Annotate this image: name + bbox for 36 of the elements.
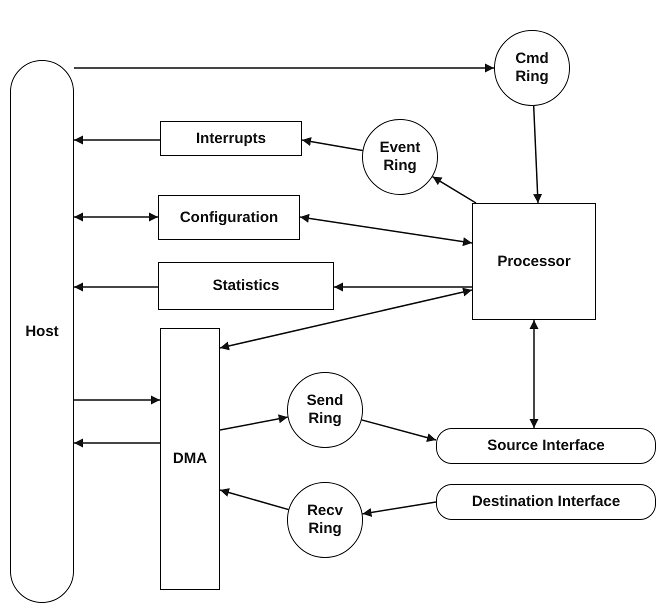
node-label: Source Interface: [486, 437, 606, 455]
arrow: [302, 137, 363, 152]
arrow: [220, 488, 289, 510]
node-label: Host: [24, 322, 60, 340]
arrow: [362, 419, 436, 442]
node-label: Destination Interface: [470, 493, 622, 511]
arrow: [74, 438, 160, 448]
arrow: [74, 64, 494, 72]
arrow: [74, 212, 158, 222]
arrow: [220, 414, 288, 431]
arrow: [220, 288, 472, 350]
node-label: Send Ring: [306, 392, 344, 428]
block-box: [472, 203, 596, 320]
node-label: Configuration: [178, 208, 280, 226]
node-label: Cmd Ring: [514, 50, 550, 86]
block-box: [160, 328, 220, 590]
node-label: Interrupts: [194, 130, 267, 148]
node-label: Event Ring: [378, 139, 422, 175]
interface-box: [436, 484, 656, 520]
interface-box: [436, 428, 656, 464]
block-box: [158, 195, 300, 240]
arrow: [432, 176, 476, 204]
block-box: [158, 262, 334, 310]
node-label: Statistics: [212, 277, 280, 295]
arrow: [74, 396, 160, 404]
arrow: [300, 214, 472, 246]
node-label: Recv Ring: [306, 502, 344, 538]
arrow: [334, 282, 472, 292]
arrow: [532, 106, 542, 204]
block-box: [160, 121, 302, 156]
arrow: [74, 136, 160, 144]
arrow: [530, 320, 538, 428]
node-label: Processor: [496, 252, 572, 270]
arrow: [74, 282, 158, 292]
node-label: DMA: [172, 450, 208, 468]
arrow: [362, 501, 436, 517]
